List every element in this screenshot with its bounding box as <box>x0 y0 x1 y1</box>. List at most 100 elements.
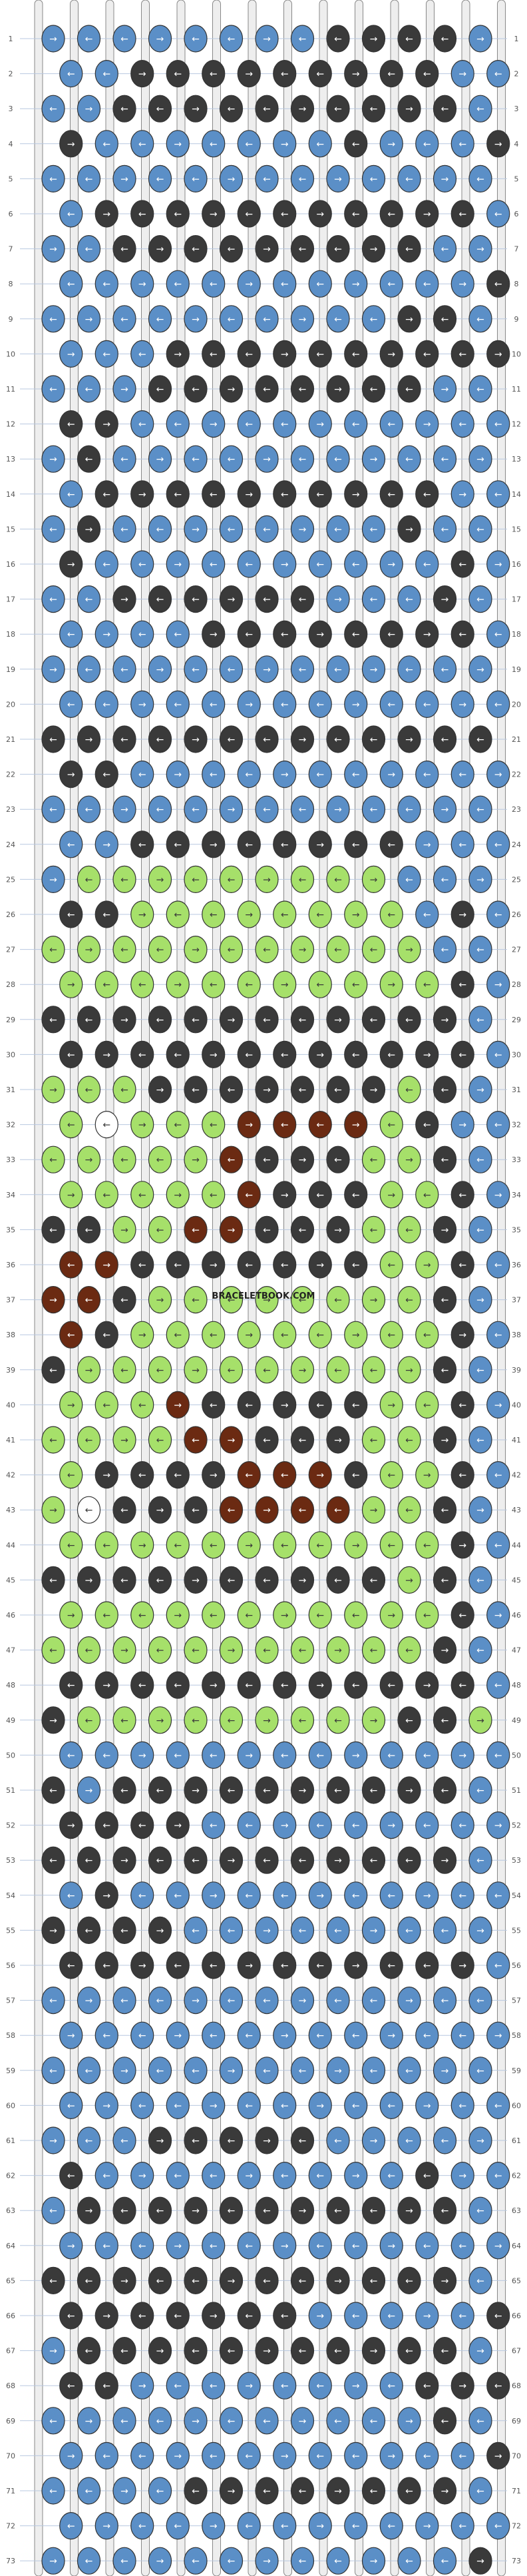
row-number-left: 28 <box>6 980 15 989</box>
knot: ← <box>433 1285 457 1314</box>
arrow-icon: ← <box>67 1680 75 1691</box>
row-number-right: 68 <box>512 2382 521 2390</box>
arrow-icon: → <box>138 1961 146 1971</box>
arrow-icon: ← <box>494 420 502 430</box>
knot: → <box>148 655 172 683</box>
arrow-icon: → <box>476 665 484 675</box>
knot: → <box>255 1285 279 1314</box>
knot: → <box>450 1531 474 1559</box>
row-number-right: 23 <box>512 805 521 814</box>
arrow-icon: → <box>316 1050 324 1060</box>
arrow-icon: ← <box>423 2381 431 2392</box>
arrow-icon: ← <box>405 1855 413 1866</box>
knot: → <box>468 445 492 473</box>
knot: ← <box>361 2057 386 2085</box>
knot: ← <box>41 1215 65 1244</box>
arrow-icon: ← <box>387 1750 395 1761</box>
knot: → <box>202 1461 226 1489</box>
arrow-icon: ← <box>67 69 75 80</box>
arrow-icon: ← <box>228 945 236 956</box>
knot: ← <box>486 2091 510 2119</box>
arrow-icon: ← <box>245 980 253 990</box>
arrow-icon: ← <box>102 1330 110 1341</box>
knot: → <box>112 164 136 192</box>
arrow-icon: ← <box>192 1716 200 1726</box>
knot: → <box>237 1321 261 1349</box>
arrow-icon: → <box>228 384 236 395</box>
knot: → <box>486 1181 510 1209</box>
arrow-icon: ← <box>192 1295 200 1306</box>
arrow-icon: ← <box>245 1610 253 1621</box>
arrow-icon: → <box>192 104 200 115</box>
knot: → <box>450 900 474 928</box>
arrow-icon: ← <box>441 2136 449 2146</box>
arrow-icon: ← <box>49 524 57 535</box>
arrow-icon: → <box>316 1891 324 1901</box>
knot: ← <box>290 2477 315 2505</box>
arrow-icon: ← <box>334 1716 342 1726</box>
knot: ← <box>290 795 315 823</box>
arrow-icon: ← <box>192 2346 200 2357</box>
arrow-icon: ← <box>102 1190 110 1201</box>
row-number-left: 14 <box>6 490 15 499</box>
row-number-right: 9 <box>514 315 519 324</box>
knot: ← <box>415 1811 439 1839</box>
knot: → <box>94 2302 118 2330</box>
arrow-icon: ← <box>352 1891 360 1901</box>
arrow-icon: ← <box>458 2241 466 2252</box>
knot: ← <box>219 725 244 753</box>
arrow-icon: ← <box>458 1470 466 1481</box>
arrow-icon: ← <box>316 489 324 500</box>
knot: ← <box>130 830 154 858</box>
knot: ← <box>94 2162 118 2190</box>
arrow-icon: → <box>334 174 342 184</box>
arrow-icon: ← <box>174 1961 182 1971</box>
arrow-icon: → <box>352 1330 360 1341</box>
arrow-icon: → <box>334 1646 342 1656</box>
arrow-icon: ← <box>138 1891 146 1901</box>
knot: → <box>219 1636 244 1664</box>
arrow-icon: ← <box>263 595 271 605</box>
arrow-icon: → <box>102 840 110 850</box>
arrow-icon: ← <box>299 665 307 675</box>
arrow-icon: ← <box>210 349 218 360</box>
knot: → <box>433 164 457 192</box>
knot: → <box>361 25 386 53</box>
arrow-icon: ← <box>352 559 360 570</box>
knot: ← <box>450 760 474 789</box>
arrow-icon: ← <box>370 384 378 395</box>
arrow-icon: → <box>281 139 289 150</box>
knot: ← <box>415 1391 439 1419</box>
arrow-icon: ← <box>476 595 484 605</box>
knot: ← <box>112 95 136 123</box>
knot: → <box>202 1251 226 1279</box>
arrow-icon: → <box>210 2100 218 2111</box>
arrow-icon: → <box>370 1085 378 1096</box>
knot: → <box>326 2266 350 2294</box>
arrow-icon: → <box>441 174 449 184</box>
knot: ← <box>237 2091 261 2119</box>
arrow-icon: ← <box>102 980 110 990</box>
arrow-icon: ← <box>476 1575 484 1586</box>
knot: → <box>184 1776 208 1804</box>
row-number-left: 18 <box>6 630 15 639</box>
arrow-icon: → <box>138 1330 146 1341</box>
knot: ← <box>148 2407 172 2435</box>
knot: ← <box>308 690 332 719</box>
knot: → <box>290 95 315 123</box>
arrow-icon: ← <box>228 665 236 675</box>
knot: ← <box>41 1145 65 1173</box>
arrow-icon: ← <box>334 1295 342 1306</box>
arrow-icon: ← <box>316 69 324 80</box>
knot: ← <box>379 1741 403 1769</box>
arrow-icon: ← <box>102 910 110 920</box>
knot: ← <box>255 515 279 543</box>
knot: ← <box>468 585 492 613</box>
knot: ← <box>450 410 474 438</box>
knot: ← <box>77 2547 101 2575</box>
row-number-left: 45 <box>6 1576 15 1584</box>
arrow-icon: → <box>370 454 378 465</box>
arrow-icon: ← <box>423 1330 431 1341</box>
knot: → <box>415 410 439 438</box>
knot: ← <box>255 305 279 333</box>
